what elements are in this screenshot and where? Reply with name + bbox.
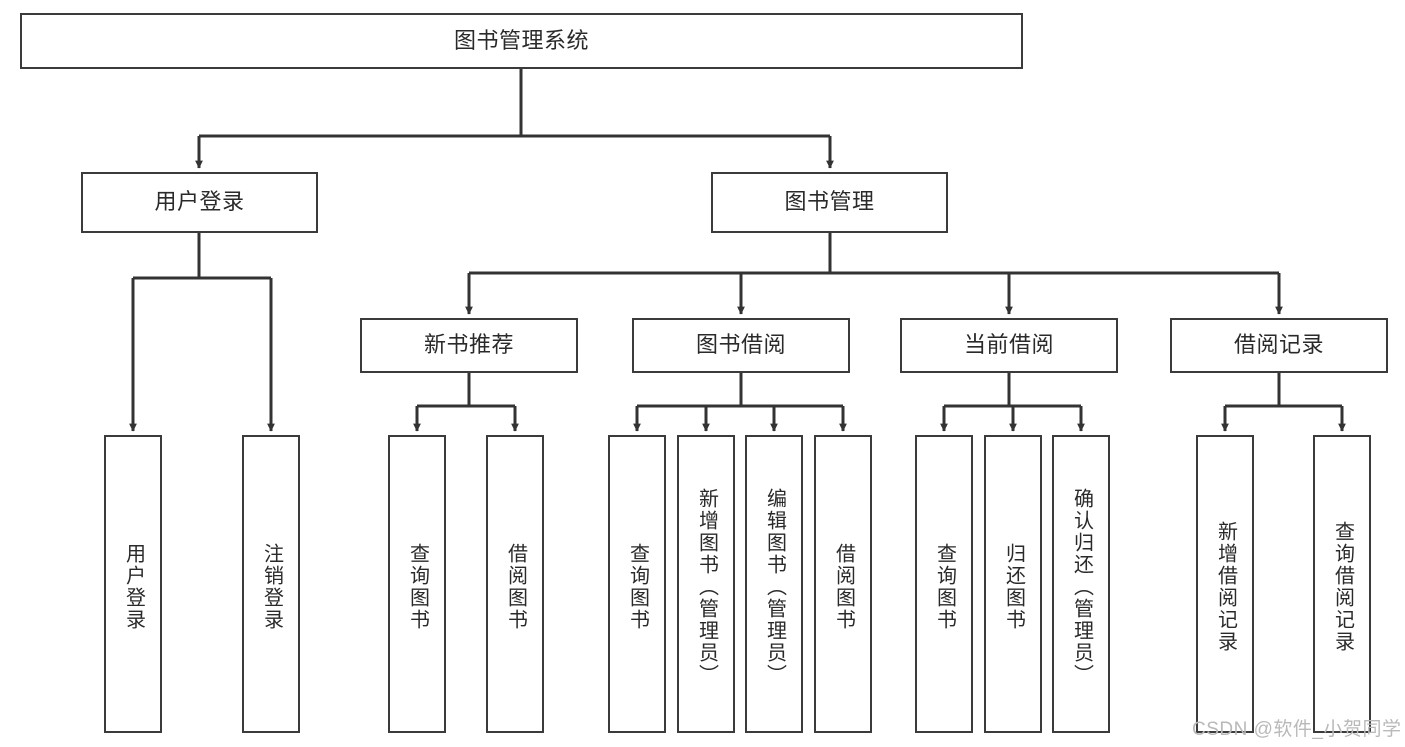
- node-leaf-user-login[interactable]: 用户登录: [104, 435, 162, 733]
- node-label: 用户登录: [122, 543, 145, 631]
- node-leaf-query-book-current[interactable]: 查询图书: [915, 435, 973, 733]
- node-label: 新增借阅记录: [1214, 521, 1237, 653]
- node-leaf-add-borrow-record[interactable]: 新增借阅记录: [1196, 435, 1254, 733]
- node-label: 编辑图书（管理员）: [763, 488, 786, 686]
- node-leaf-query-book-borrow[interactable]: 查询图书: [608, 435, 666, 733]
- node-label: 图书管理: [784, 189, 875, 215]
- node-label: 借阅图书: [832, 543, 855, 631]
- node-current-borrow[interactable]: 当前借阅: [900, 318, 1118, 373]
- node-root-system[interactable]: 图书管理系统: [20, 13, 1023, 69]
- node-label: 新书推荐: [423, 332, 514, 358]
- csdn-watermark: CSDN @软件_小贺同学: [1192, 719, 1402, 740]
- node-leaf-add-book-admin[interactable]: 新增图书（管理员）: [677, 435, 735, 733]
- node-label: 注销登录: [260, 543, 283, 631]
- node-label: 查询图书: [933, 543, 956, 631]
- node-label: 新增图书（管理员）: [695, 488, 718, 686]
- node-new-book-recommend[interactable]: 新书推荐: [360, 318, 578, 373]
- node-leaf-confirm-return-admin[interactable]: 确认归还（管理员）: [1052, 435, 1110, 733]
- node-leaf-borrow-book-recommend[interactable]: 借阅图书: [486, 435, 544, 733]
- node-label: 用户登录: [154, 189, 245, 215]
- node-label: 查询图书: [626, 543, 649, 631]
- node-label: 图书借阅: [695, 332, 786, 358]
- node-label: 当前借阅: [963, 332, 1054, 358]
- node-label: 查询借阅记录: [1331, 521, 1354, 653]
- node-book-borrow[interactable]: 图书借阅: [632, 318, 850, 373]
- node-leaf-query-borrow-record[interactable]: 查询借阅记录: [1313, 435, 1371, 733]
- node-label: 查询图书: [406, 543, 429, 631]
- node-user-login[interactable]: 用户登录: [81, 172, 318, 233]
- node-label: 归还图书: [1002, 543, 1025, 631]
- node-label: 图书管理系统: [453, 27, 589, 53]
- node-leaf-borrow-book[interactable]: 借阅图书: [814, 435, 872, 733]
- node-label: 确认归还（管理员）: [1070, 488, 1093, 686]
- node-leaf-return-book[interactable]: 归还图书: [984, 435, 1042, 733]
- node-book-management[interactable]: 图书管理: [711, 172, 948, 233]
- node-label: 借阅图书: [504, 543, 527, 631]
- node-label: 借阅记录: [1233, 332, 1324, 358]
- node-leaf-query-book-recommend[interactable]: 查询图书: [388, 435, 446, 733]
- node-borrow-record[interactable]: 借阅记录: [1170, 318, 1388, 373]
- node-leaf-logout[interactable]: 注销登录: [242, 435, 300, 733]
- node-leaf-edit-book-admin[interactable]: 编辑图书（管理员）: [745, 435, 803, 733]
